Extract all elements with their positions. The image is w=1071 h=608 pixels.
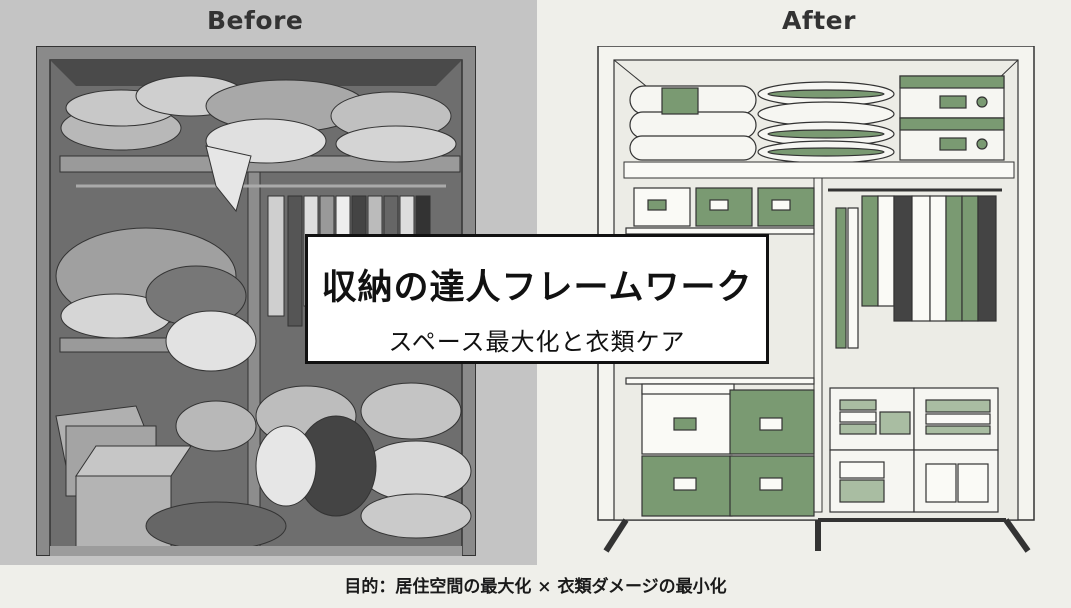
before-label: Before: [207, 6, 304, 35]
title-card-heading: 収納の達人フレームワーク: [321, 268, 753, 308]
after-label: After: [782, 6, 856, 35]
title-card-subtitle: スペース最大化と衣類ケア: [388, 328, 686, 356]
title-card: 収納の達人フレームワーク スペース最大化と衣類ケア: [305, 234, 769, 364]
footer-caption: 目的：居住空間の最大化 × 衣類ダメージの最小化: [344, 577, 727, 597]
